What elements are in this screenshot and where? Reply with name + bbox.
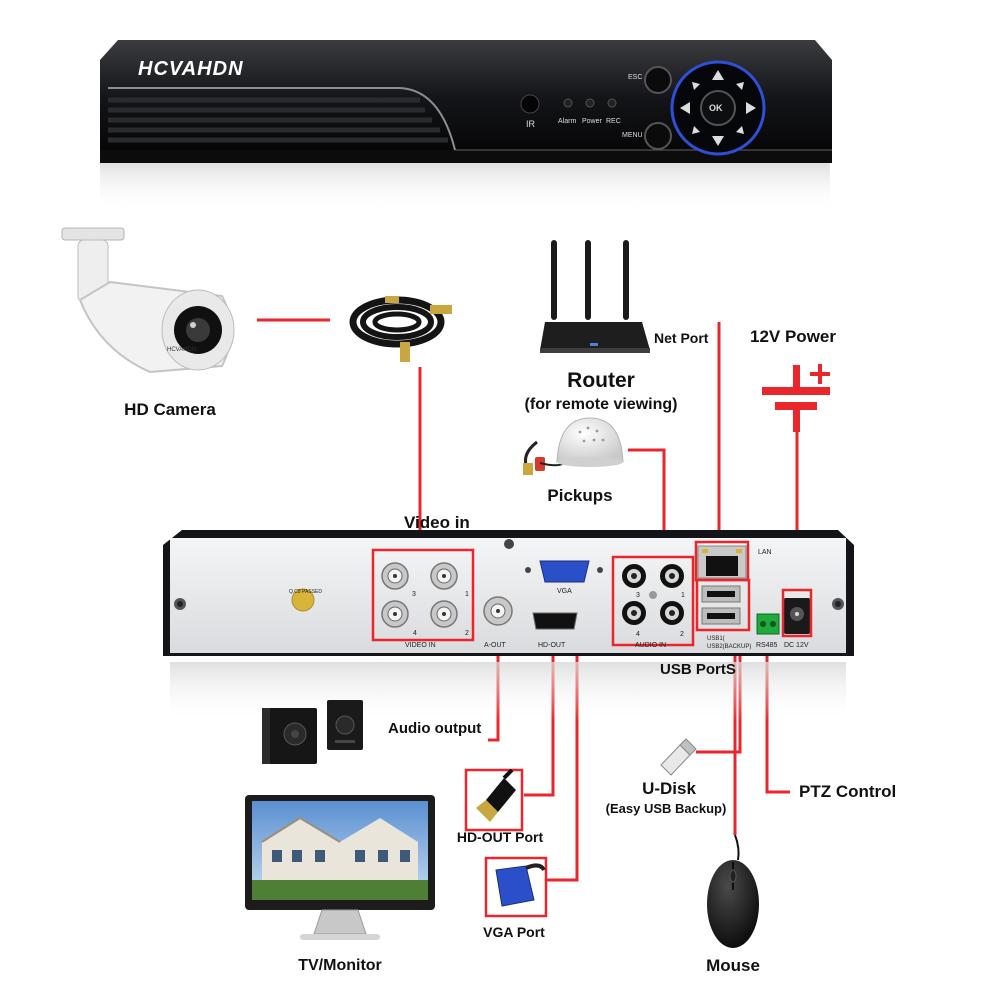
- hdmi-connector-icon: [464, 768, 524, 832]
- rec-led: [607, 98, 617, 108]
- mouse-icon: [707, 834, 759, 948]
- video-in-connectors: [381, 562, 458, 628]
- dvr-rear: [163, 530, 854, 722]
- alarm-led: [563, 98, 573, 108]
- rec-label: REC: [606, 118, 621, 125]
- usb-drive-icon: [660, 738, 697, 776]
- u-disk-label: U-Disk: [642, 779, 696, 798]
- ir-sensor: [520, 94, 540, 114]
- power-12v-label: 12V Power: [750, 327, 836, 346]
- hdmi-port: [532, 612, 578, 630]
- dc-power-jack: [784, 598, 810, 634]
- rear-dc12v-label: DC 12V: [784, 642, 809, 649]
- router-label: Router: [567, 369, 635, 392]
- monitor-icon: [245, 795, 435, 940]
- rear-usb1-label: USB1(: [707, 636, 725, 642]
- u-disk-sub-label: (Easy USB Backup): [605, 801, 727, 816]
- highlight-boxes: [371, 540, 813, 647]
- lan-port: [697, 545, 747, 579]
- alarm-label: Alarm: [558, 118, 577, 125]
- rear-a-out-label: A-OUT: [484, 642, 506, 649]
- ptz-control-label: PTZ Control: [799, 782, 897, 801]
- router-sub-label: (for remote viewing): [524, 396, 678, 413]
- nav-arrow-icons: [680, 70, 756, 146]
- video-channel-1: 1: [465, 591, 469, 598]
- rear-rs485-label: RS485: [756, 642, 778, 649]
- video-channel-4: 4: [413, 630, 417, 637]
- vga-connector: [525, 560, 603, 583]
- net-port-label: Net Port: [654, 330, 709, 346]
- mouse-label: Mouse: [706, 956, 760, 975]
- camera-icon: [61, 227, 235, 374]
- audio-channel-1: 1: [681, 592, 685, 599]
- rs485-terminal: [756, 613, 780, 635]
- pickups-label: Pickups: [547, 486, 613, 505]
- ok-button[interactable]: [700, 90, 736, 126]
- power-led: [585, 98, 595, 108]
- ir-label: IR: [526, 119, 535, 129]
- audio-out-connector: [483, 596, 513, 626]
- audio-channel-4: 4: [636, 631, 640, 638]
- router-icon: [540, 240, 650, 353]
- hd-out-port-label: HD-OUT Port: [456, 829, 544, 845]
- rear-hd-out-label: HD-OUT: [538, 642, 566, 649]
- vga-connector-icon: [484, 856, 548, 918]
- vga-port-label: VGA Port: [483, 924, 545, 940]
- audio-output-label: Audio output: [388, 720, 482, 737]
- audio-channel-3: 3: [636, 592, 640, 599]
- menu-label: MENU: [622, 132, 643, 139]
- video-channel-3: 3: [412, 591, 416, 598]
- esc-label: ESC: [628, 74, 643, 81]
- rear-vga-label: VGA: [557, 588, 572, 595]
- ok-label: OK: [709, 103, 723, 113]
- esc-button[interactable]: [644, 66, 672, 94]
- usb-ports: [701, 585, 741, 625]
- hd-camera-label: HD Camera: [124, 400, 216, 419]
- camera-brand-label: HCVAHDN: [167, 347, 197, 353]
- audio-channel-2: 2: [680, 631, 684, 638]
- power-plus-icon: [762, 364, 830, 432]
- cable-coil-icon: [349, 296, 452, 362]
- tv-monitor-label: TV/Monitor: [298, 957, 382, 974]
- menu-button[interactable]: [644, 122, 672, 150]
- usb-ports-label: USB PortS: [660, 661, 736, 678]
- rear-video-in-label: VIDEO IN: [405, 642, 436, 649]
- video-in-label: Video in: [404, 513, 470, 532]
- video-channel-2: 2: [465, 630, 469, 637]
- audio-in-connectors: [622, 564, 684, 625]
- rear-usb2-label: USB2(BACKUP): [707, 644, 752, 650]
- rear-audio-in-label: AUDIO IN: [635, 642, 667, 649]
- microphone-icon: [523, 417, 624, 475]
- speaker-icon: [262, 700, 363, 764]
- rear-lan-label: LAN: [758, 549, 772, 556]
- dvr-brand-logo: HCVAHDN: [138, 58, 244, 80]
- power-label: Power: [582, 118, 602, 125]
- dvr-reflection: [100, 163, 830, 211]
- dvr-front: [100, 40, 832, 211]
- qc-label: Q.C8 PASSED: [289, 589, 322, 595]
